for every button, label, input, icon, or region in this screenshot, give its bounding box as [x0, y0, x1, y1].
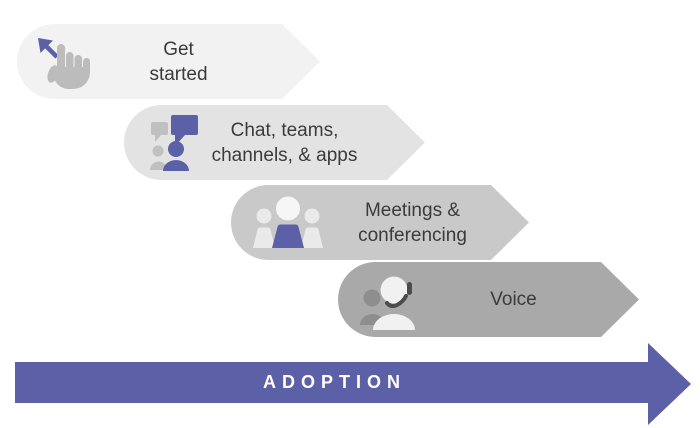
- chevron-shape: [124, 105, 425, 180]
- gray-person: [150, 145, 167, 170]
- step-label: Get started: [87, 24, 270, 99]
- step-label-line1: Meetings &: [364, 199, 461, 221]
- chevron-shape: [338, 262, 639, 337]
- step-label: Chat, teams, channels, & apps: [194, 105, 375, 180]
- meeting-people-icon: [251, 196, 325, 250]
- step-label-line2: started: [149, 63, 208, 85]
- step-get-started: Get started: [17, 24, 320, 99]
- front-person: [373, 276, 415, 330]
- chevron-shape: [17, 24, 320, 99]
- step-label: Meetings & conferencing: [336, 185, 489, 260]
- headset-glyph: [385, 282, 412, 309]
- purple-person: [163, 141, 189, 171]
- cursor-arrow-head: [38, 38, 53, 53]
- step-voice: Voice: [338, 262, 639, 337]
- adoption-arrow-fill: [15, 343, 691, 425]
- adoption-arrow-shape: [15, 343, 691, 425]
- step-label-line2: channels, & apps: [211, 144, 358, 166]
- hand-glyph: [47, 44, 90, 89]
- side-person-right: [301, 208, 323, 248]
- adoption-arrow: ADOPTION: [15, 343, 692, 425]
- adoption-label: ADOPTION: [262, 372, 406, 392]
- step-label-line1: Chat, teams,: [230, 119, 339, 141]
- step-chat-teams-channels-apps: Chat, teams, channels, & apps: [124, 105, 425, 180]
- step-meetings-conferencing: Meetings & conferencing: [231, 185, 529, 260]
- gray-chat-bubble: [151, 122, 168, 142]
- center-person: [272, 196, 304, 248]
- chat-people-icon: [148, 113, 212, 173]
- step-label-line2: conferencing: [358, 224, 467, 246]
- step-label: Voice: [433, 262, 594, 337]
- step-label-line1: Get: [163, 38, 194, 60]
- side-person-left: [253, 208, 275, 248]
- chevron-fill: [124, 105, 425, 180]
- tap-hand-icon: [33, 33, 99, 93]
- headset-person-icon: [359, 269, 421, 331]
- chevron-fill: [338, 262, 639, 337]
- step-label-line1: Voice: [490, 289, 537, 310]
- chevron-fill: [17, 24, 320, 99]
